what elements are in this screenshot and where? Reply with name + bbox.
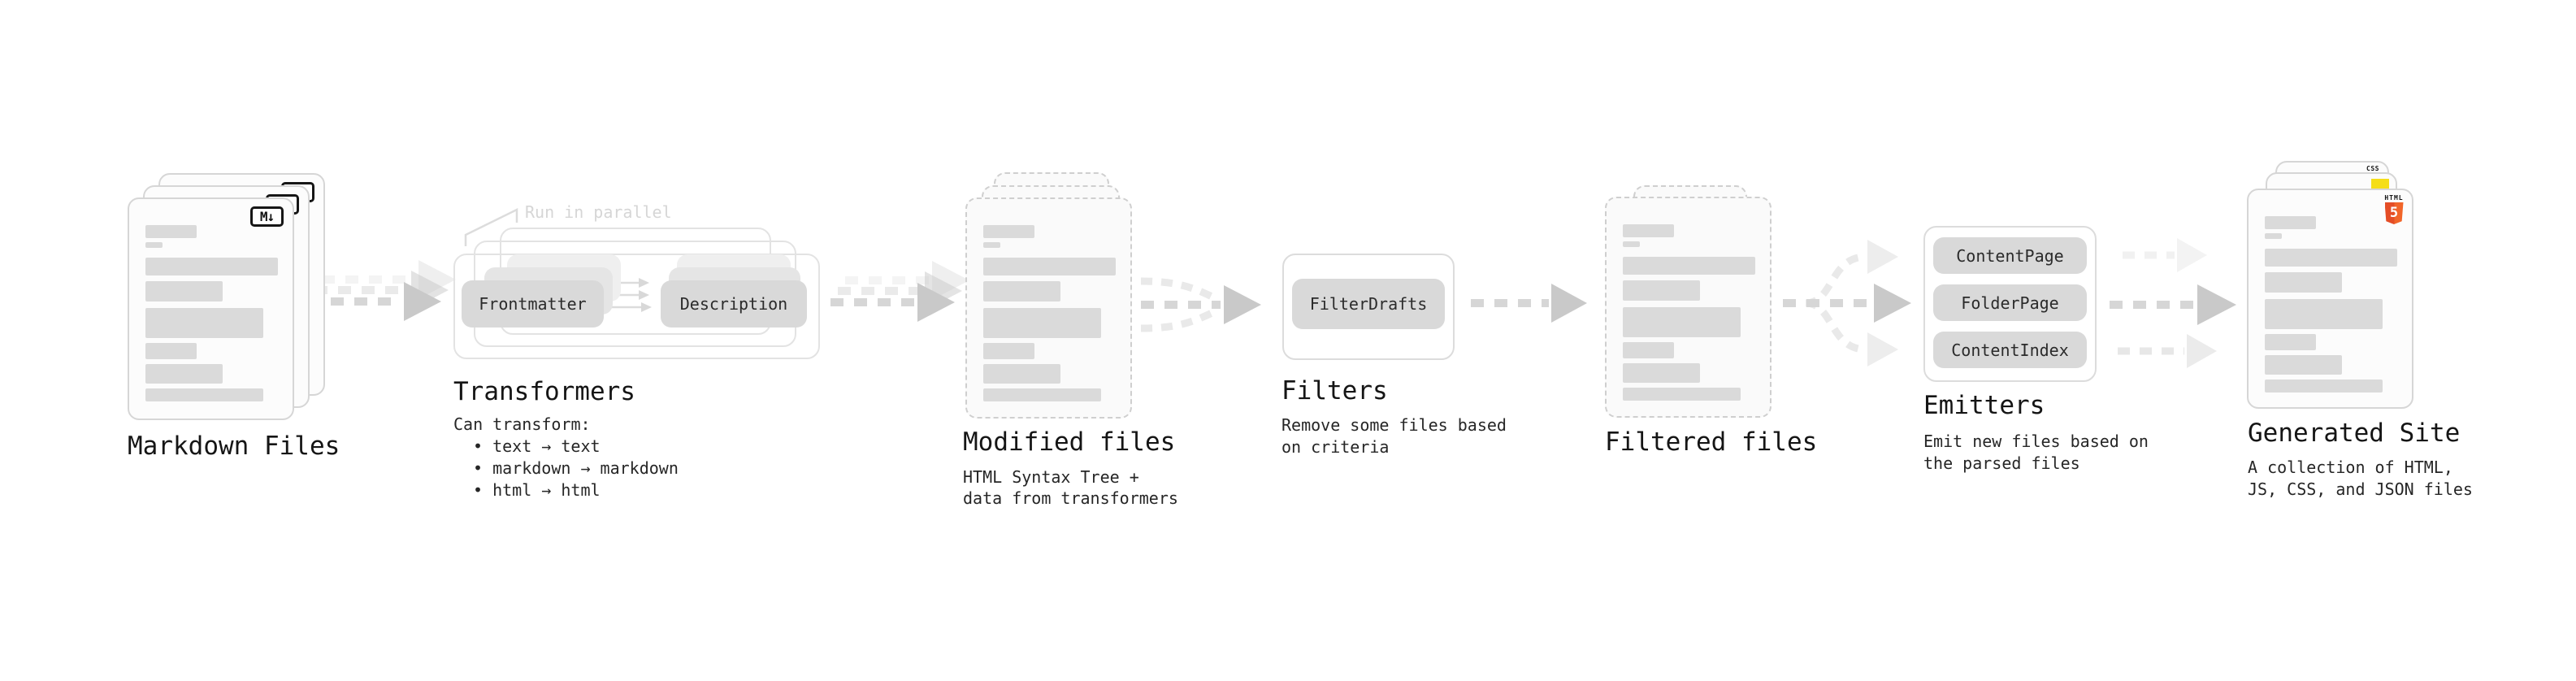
markdown-file-card-front: M↓: [128, 197, 294, 420]
modified-files-title: Modified files: [963, 427, 1176, 457]
doc-text-bar: [1623, 307, 1741, 337]
filterdrafts-node: FilterDrafts: [1292, 279, 1445, 329]
doc-text-bar: [1623, 241, 1640, 247]
generated-site-title: Generated Site: [2248, 419, 2461, 448]
generated-site-desc: A collection of HTML, JS, CSS, and JSON …: [2248, 457, 2473, 501]
doc-text-bar: [1623, 224, 1674, 237]
doc-text-bar: [2265, 380, 2383, 393]
doc-text-bar: [145, 225, 197, 238]
desc-line: Remove some files based: [1281, 415, 1507, 435]
transformers-title: Transformers: [453, 377, 635, 406]
desc-line: JS, CSS, and JSON files: [2248, 479, 2473, 499]
doc-text-bar: [2265, 272, 2342, 293]
doc-text-bar: [983, 281, 1060, 301]
markdown-files-title: Markdown Files: [128, 432, 340, 461]
doc-text-bar: [145, 281, 223, 301]
doc-text-bar: [1623, 280, 1700, 301]
generated-html-file-card: HTML 5: [2247, 189, 2413, 409]
modified-files-desc: HTML Syntax Tree + data from transformer…: [963, 466, 1178, 509]
html5-icon: HTML 5: [2383, 194, 2405, 224]
doc-text-bar: [145, 364, 223, 384]
html5-icon-caption: HTML: [2384, 194, 2404, 202]
frontmatter-node: Frontmatter: [462, 280, 604, 327]
markdown-icon: M↓: [250, 206, 284, 227]
doc-text-bar: [145, 343, 197, 359]
transformers-subtitle: Can transform:: [453, 414, 591, 434]
doc-text-bar: [145, 242, 163, 248]
javascript-icon: [2371, 179, 2389, 189]
arrow-filters-to-filtered: [1471, 284, 1587, 323]
html5-icon-glyph: 5: [2389, 205, 2399, 221]
filtered-file-card-front: [1605, 197, 1772, 418]
contentpage-node: ContentPage: [1933, 237, 2087, 274]
doc-text-bar: [983, 225, 1034, 238]
doc-text-bar: [983, 388, 1101, 401]
arrow-transformers-to-modified: [830, 261, 969, 322]
filtered-files-title: Filtered files: [1605, 427, 1818, 457]
doc-text-bar: [1623, 342, 1674, 358]
arrow-markdown-to-transformers: [307, 260, 456, 321]
doc-text-bar: [2265, 216, 2316, 229]
doc-text-bars: [983, 225, 1116, 401]
doc-text-bar: [1623, 363, 1700, 383]
arrow-modified-to-filters-merge: [1140, 277, 1261, 332]
doc-text-bar: [983, 364, 1060, 384]
doc-text-bar: [983, 343, 1034, 359]
bullet-item: • text → text: [473, 436, 601, 456]
doc-text-bar: [983, 258, 1116, 275]
transformer-frame-front: [453, 254, 820, 359]
emitters-title: Emitters: [1923, 391, 2045, 420]
doc-text-bar: [145, 388, 263, 401]
arrow-filtered-to-emitters-split: [1783, 240, 1911, 367]
desc-line: the parsed files: [1923, 453, 2080, 473]
doc-text-bar: [983, 308, 1101, 338]
doc-text-bar: [1623, 388, 1741, 401]
filters-title: Filters: [1281, 376, 1388, 406]
doc-text-bars: [2265, 216, 2397, 393]
arrows-emitters-to-generated: [2110, 238, 2236, 368]
transformers-bullets: • text → text • markdown → markdown • ht…: [473, 436, 679, 501]
bullet-item: • markdown → markdown: [473, 458, 679, 478]
doc-text-bar: [983, 242, 1000, 248]
modified-file-card-front: [965, 197, 1132, 419]
doc-text-bar: [2265, 249, 2397, 267]
css-icon-label: CSS: [2366, 165, 2379, 172]
desc-line: Emit new files based on: [1923, 432, 2149, 451]
description-node: Description: [661, 280, 807, 327]
doc-text-bar: [2265, 299, 2383, 329]
run-in-parallel-annotation: Run in parallel: [525, 202, 672, 222]
bullet-item: • html → html: [473, 480, 601, 500]
desc-line: A collection of HTML,: [2248, 458, 2453, 477]
desc-line: HTML Syntax Tree +: [963, 467, 1139, 487]
doc-text-bar: [1623, 257, 1755, 275]
desc-line: data from transformers: [963, 488, 1178, 508]
desc-line: on criteria: [1281, 437, 1390, 457]
doc-text-bar: [145, 258, 278, 275]
folderpage-node: FolderPage: [1933, 284, 2087, 321]
doc-text-bar: [2265, 233, 2282, 239]
run-in-parallel-leader-line: [464, 207, 518, 246]
contentindex-node: ContentIndex: [1933, 332, 2087, 368]
doc-text-bar: [2265, 355, 2342, 375]
doc-text-bar: [2265, 334, 2316, 350]
filters-desc: Remove some files based on criteria: [1281, 414, 1507, 458]
doc-text-bars: [1623, 224, 1755, 401]
doc-text-bar: [145, 308, 263, 338]
emitters-desc: Emit new files based on the parsed files: [1923, 431, 2149, 475]
html5-icon-shield: 5: [2384, 202, 2404, 224]
doc-text-bars: [145, 225, 278, 401]
